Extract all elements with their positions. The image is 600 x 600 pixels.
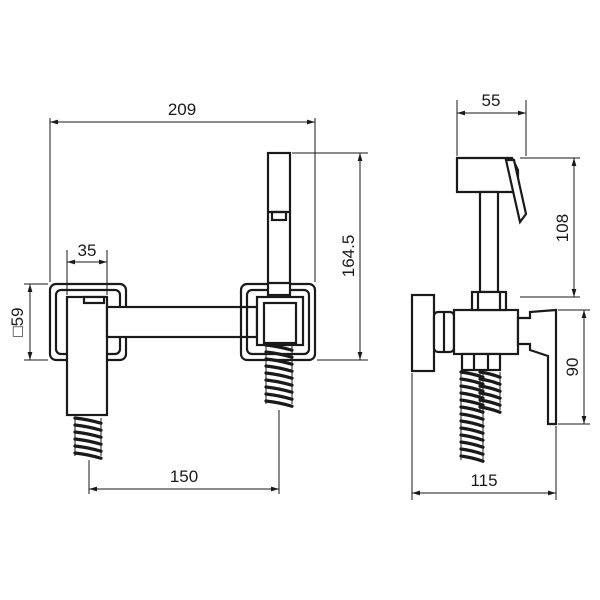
dim-label-108: 108 <box>553 214 572 242</box>
hose-coil-turn <box>478 391 502 400</box>
sprayer-handle <box>266 151 292 297</box>
side-hose-a <box>459 370 485 463</box>
hose-coil-turn <box>459 384 485 393</box>
holder-clip <box>262 301 298 345</box>
hose-coil-turn <box>264 371 294 380</box>
hose-coil-turn <box>73 444 103 453</box>
hose-coil-turn <box>478 398 502 407</box>
side-connector <box>470 290 508 312</box>
hose-coil-turn <box>264 343 294 352</box>
dim-label-59: □59 <box>8 307 27 336</box>
hose-coil-turn <box>478 384 502 393</box>
left-valve-body <box>65 295 109 417</box>
hose-coil-turn <box>73 416 103 425</box>
hose-coil-turn <box>264 378 294 387</box>
hose-coil-turn <box>73 423 103 432</box>
hose-coil-turn <box>459 433 485 442</box>
side-valve-body <box>452 308 520 356</box>
side-nut <box>460 352 502 372</box>
hose-coil-turn <box>264 357 294 366</box>
hose-coil-turn <box>73 437 103 446</box>
hose-coil-turn <box>459 391 485 400</box>
hose-coil-turn <box>459 412 485 421</box>
hose-coil-turn <box>459 370 485 379</box>
hose-coil-turn <box>478 370 502 379</box>
dim-label-55: 55 <box>482 91 501 110</box>
dim-label-164-5: 164.5 <box>339 235 358 278</box>
hose-coil-turn <box>459 398 485 407</box>
hose-coil-turn <box>478 377 502 386</box>
side-lever <box>516 308 558 426</box>
hose-coil-turn <box>264 350 294 359</box>
hose-coil-turn <box>459 440 485 449</box>
left-valve-cap <box>82 295 106 305</box>
sprayer-button <box>270 210 288 222</box>
dim-label-209: 209 <box>168 100 196 119</box>
hose-coil-turn <box>73 430 103 439</box>
front-view: 209 35 □59 164.5 150 <box>8 100 368 494</box>
hose-coil-turn <box>459 419 485 428</box>
hose-coil-turn <box>478 405 502 414</box>
hose-coil-turn <box>264 399 294 408</box>
side-sprayer-stem <box>478 190 500 294</box>
dim-label-115: 115 <box>470 471 497 490</box>
dim-label-150: 150 <box>170 467 198 486</box>
hose-coil-turn <box>459 405 485 414</box>
side-view: 55 108 90 115 <box>410 91 590 500</box>
dim-label-35: 35 <box>78 241 97 260</box>
right-hose <box>264 343 294 408</box>
side-sprayer-trigger <box>504 158 528 225</box>
hose-coil-turn <box>459 447 485 456</box>
side-wall-plate <box>410 293 436 373</box>
hose-coil-turn <box>264 392 294 401</box>
left-hose <box>73 416 103 460</box>
hose-coil-turn <box>73 451 103 460</box>
horizontal-arm <box>105 305 259 339</box>
dim-label-90: 90 <box>563 358 582 377</box>
hose-coil-turn <box>459 454 485 463</box>
hose-coil-turn <box>459 377 485 386</box>
hose-coil-turn <box>264 364 294 373</box>
hose-coil-turn <box>264 385 294 394</box>
side-hose-b <box>478 370 502 414</box>
hose-coil-turn <box>459 426 485 435</box>
